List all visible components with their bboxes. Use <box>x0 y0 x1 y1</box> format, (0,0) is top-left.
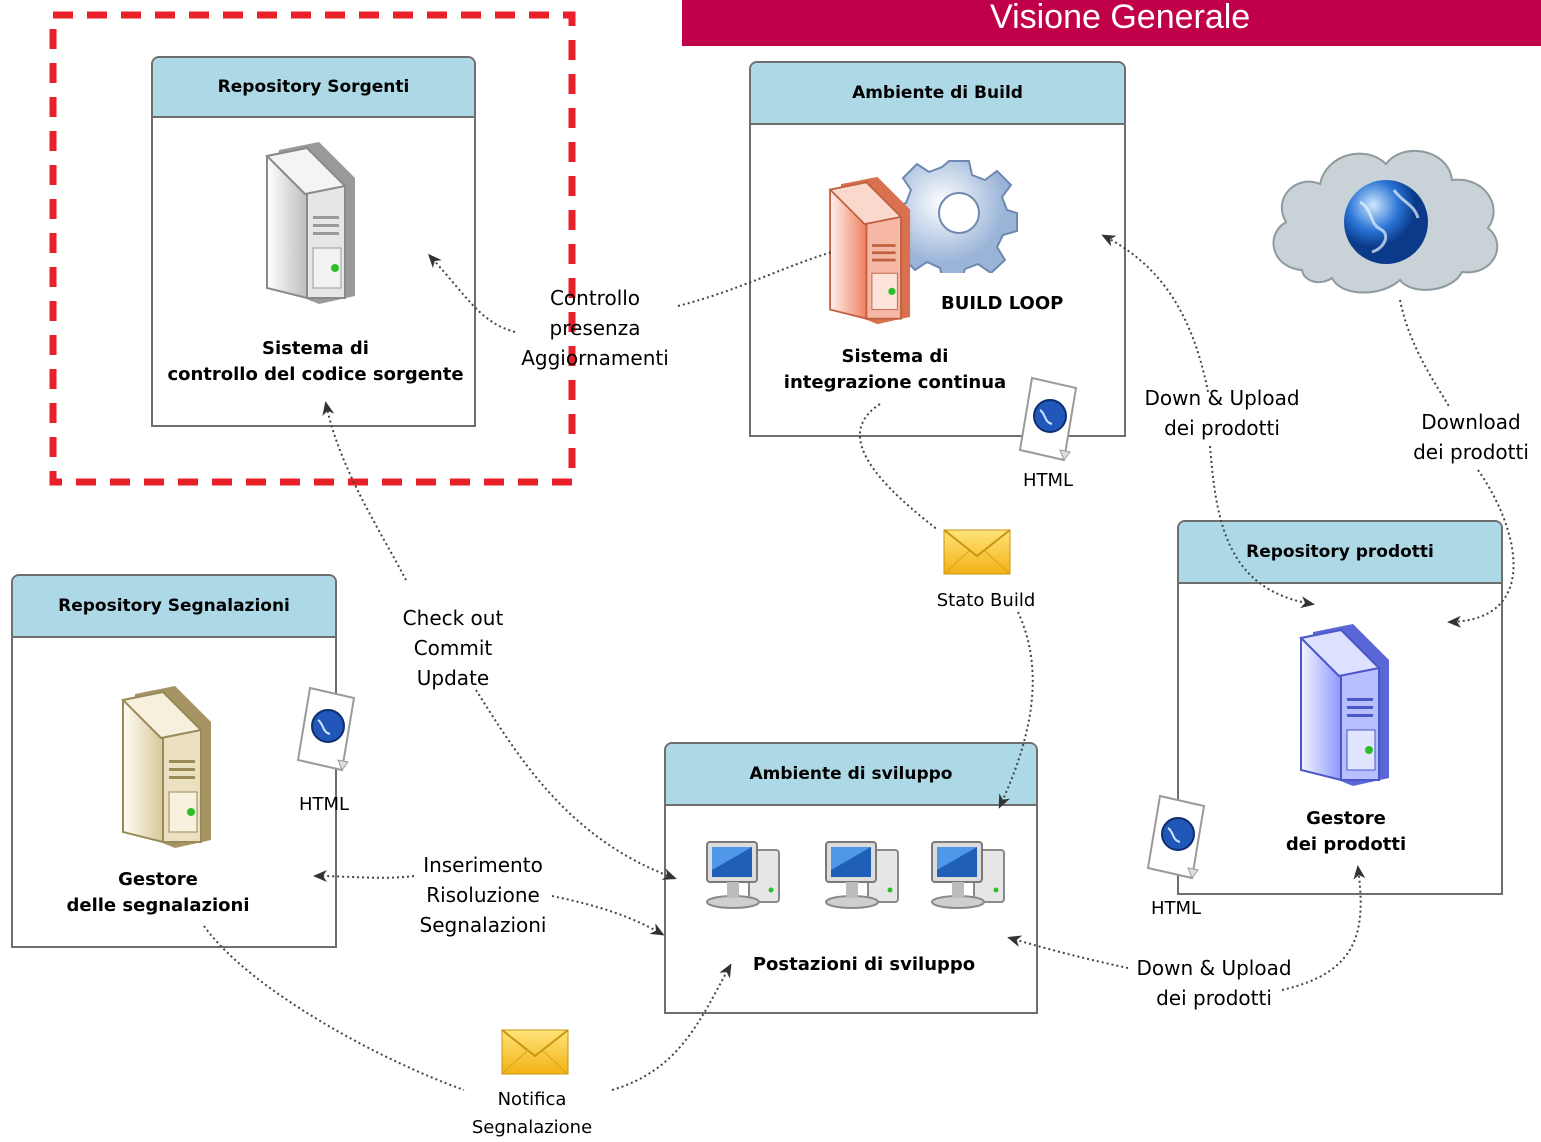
label-controllo-presenza: Controllo presenza Aggiornamenti <box>521 286 669 370</box>
workstation-icon <box>825 841 899 909</box>
server-icon <box>120 686 211 848</box>
box-repository-prodotti: Repository prodotti Gestore dei prodotti <box>1177 520 1503 895</box>
html-doc-label: HTML <box>1022 470 1074 491</box>
server-icon <box>1298 624 1389 786</box>
workstation-icon <box>931 841 1005 909</box>
box-ambiente-build: Ambiente di Build BUILD LOOP Sistema di … <box>749 61 1126 437</box>
workstation-icon <box>706 841 780 909</box>
box-header: Repository prodotti <box>1179 522 1501 584</box>
node-caption: Sistema di integrazione continua <box>783 346 1007 393</box>
server-icon <box>264 142 355 304</box>
page-title: Visione Generale <box>990 0 1251 36</box>
box-header: Ambiente di sviluppo <box>666 744 1036 806</box>
box-header: Repository Sorgenti <box>153 58 474 118</box>
connector-inserimento-right <box>551 895 665 936</box>
label-updown-dev: Down & Upload dei prodotti <box>1136 956 1292 1010</box>
html-document-icon <box>1146 794 1206 880</box>
html-doc-label: HTML <box>1150 898 1202 919</box>
label-notifica-segnalazione: Notifica Segnalazione <box>471 1089 593 1138</box>
mail-envelope-icon <box>943 529 1011 575</box>
mail-envelope-icon <box>501 1029 569 1075</box>
html-document-icon <box>1018 376 1078 462</box>
box-repository-sorgenti: Repository Sorgenti Sistema di controllo… <box>151 56 476 427</box>
label-inserimento-risoluzione: Inserimento Risoluzione Segnalazioni <box>419 853 547 937</box>
box-header: Repository Segnalazioni <box>13 576 335 638</box>
connector-checkout <box>322 401 407 581</box>
cloud-internet-icon <box>1272 150 1499 294</box>
gear-icon <box>899 160 1018 273</box>
box-header: Ambiente di Build <box>751 63 1124 125</box>
node-caption: Gestore delle segnalazioni <box>66 869 250 916</box>
label-download-cloud: Download dei prodotti <box>1413 410 1529 464</box>
label-stato-build: Stato Build <box>936 590 1036 611</box>
label-checkout-commit-update: Check out Commit Update <box>402 606 504 690</box>
node-caption: Postazioni di sviluppo <box>752 954 976 975</box>
label-updown-build: Down & Upload dei prodotti <box>1144 386 1300 440</box>
html-document-icon <box>296 686 356 772</box>
connector-notifica-left <box>203 925 465 1091</box>
node-caption: Gestore dei prodotti <box>1285 808 1407 855</box>
node-caption: Sistema di controllo del codice sorgente <box>167 338 464 385</box>
page-title-banner: Visione Generale <box>682 0 1541 46</box>
build-loop-label: BUILD LOOP <box>941 293 1064 314</box>
server-icon <box>828 176 911 325</box>
box-repository-segnalazioni: Repository Segnalazioni Gestore delle se… <box>11 574 337 948</box>
html-doc-label: HTML <box>298 794 350 815</box>
connector-download-cloud-top <box>1399 299 1451 409</box>
